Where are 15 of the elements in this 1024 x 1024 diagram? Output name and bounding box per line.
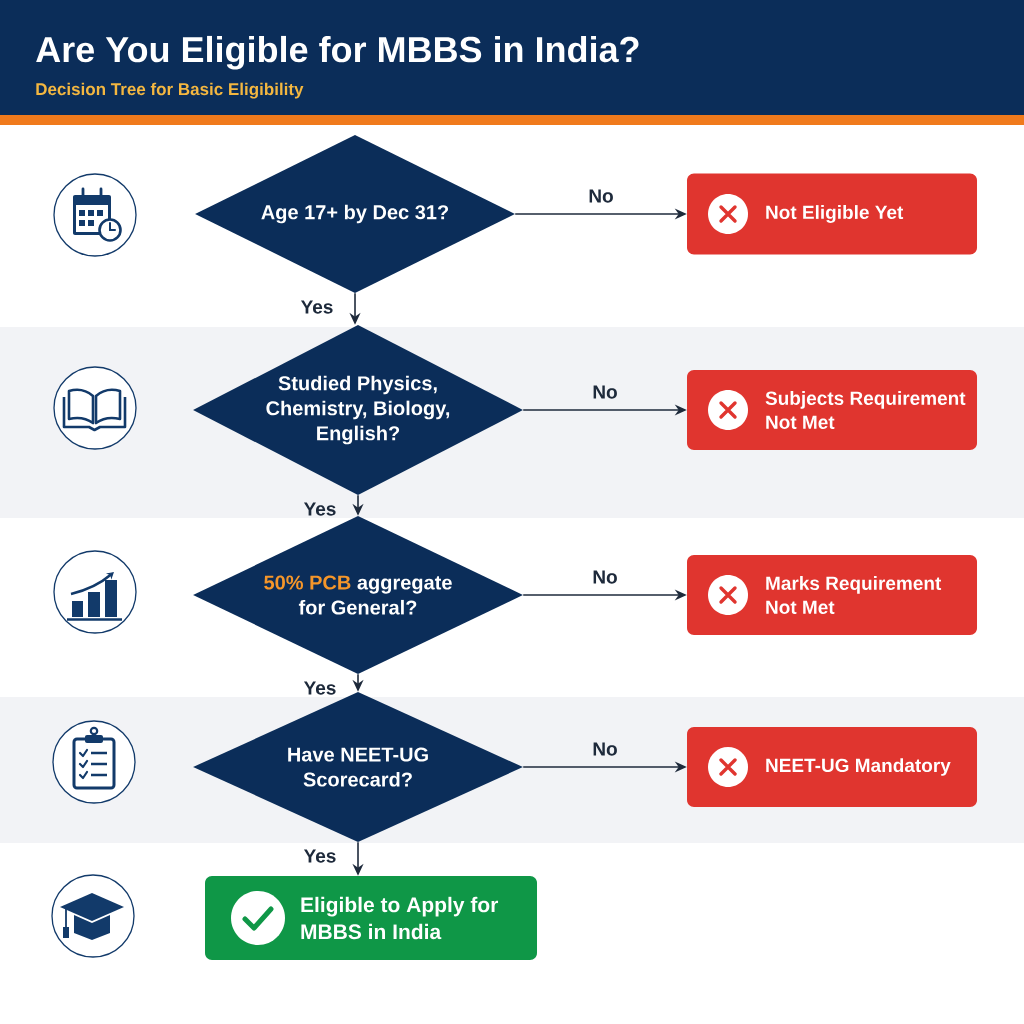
edge-label: Yes <box>303 502 336 516</box>
edge-label: No <box>593 570 617 584</box>
outcome-box: Eligible to Apply for MBBS in India <box>205 876 537 960</box>
edge-label: Yes <box>303 681 336 695</box>
outcome-box: Marks Requirement Not Met <box>687 555 977 635</box>
subtitle: Decision Tree for Basic Eligibility <box>36 82 304 99</box>
edge-label: No <box>593 742 617 756</box>
edge-label: Yes <box>300 300 333 314</box>
outcome-box: Not Eligible Yet <box>687 173 977 255</box>
edge-label: No <box>593 385 617 399</box>
outcome-box: Subjects Requirement Not Met <box>687 370 977 450</box>
edge-label: Yes <box>303 849 336 863</box>
outcome-box: NEET-UG Mandatory <box>687 727 977 807</box>
edge-label: No <box>589 189 613 203</box>
title: Are You Eligible for MBBS in India? <box>36 35 639 70</box>
